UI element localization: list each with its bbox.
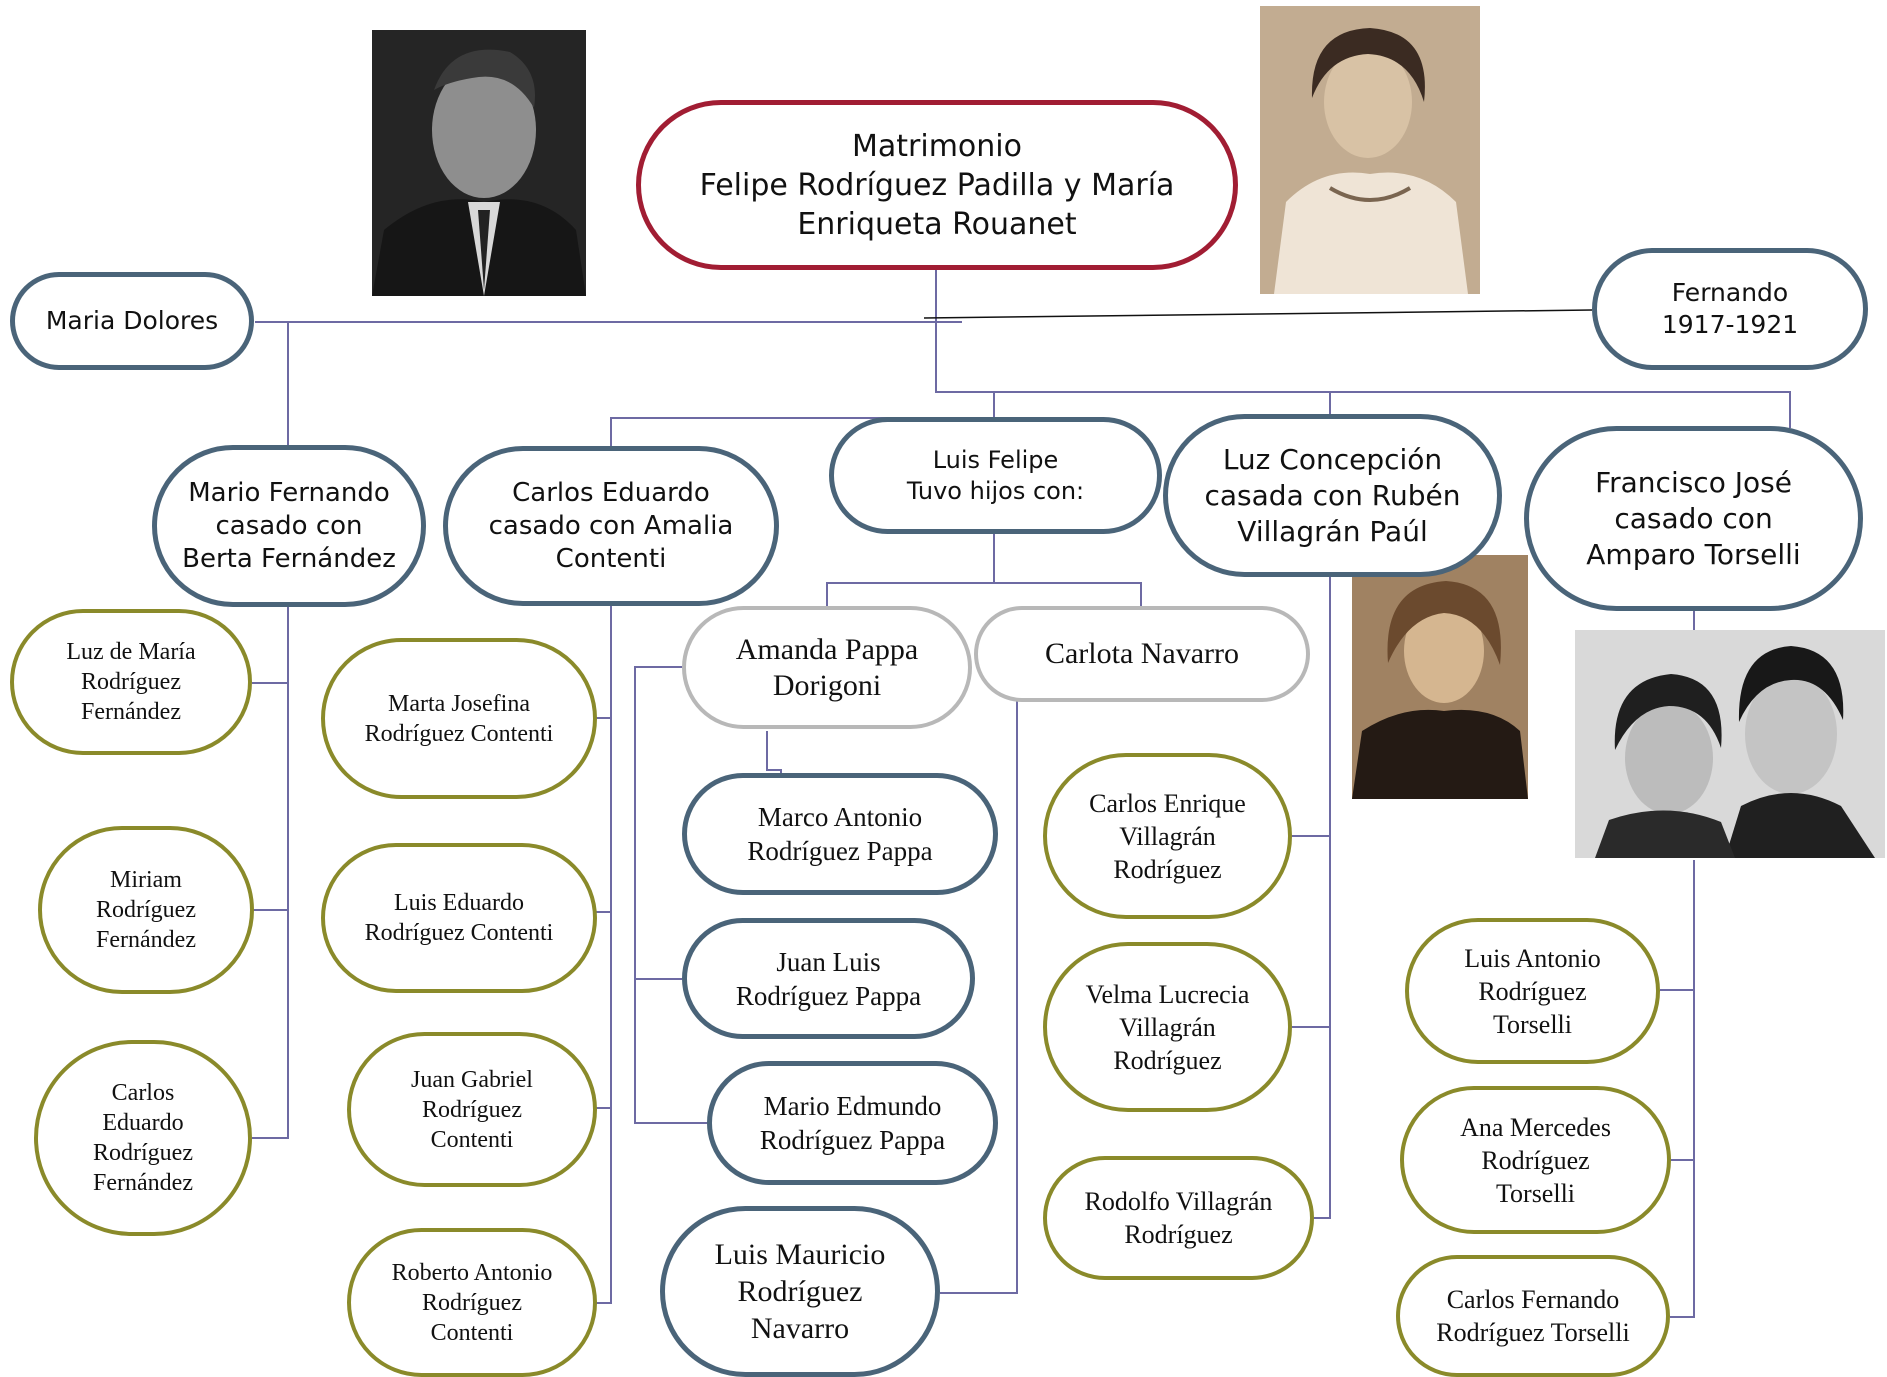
luz-de-maria-node: Luz de María Rodríguez Fernández [10,609,252,755]
felipe-portrait-photo [372,30,586,296]
connector-root-trunk [935,268,1791,428]
roberto-antonio-node: Roberto Antonio Rodríguez Contenti [347,1228,597,1377]
connector-luz-child-ticks [1292,835,1330,1028]
maria-enriqueta-portrait-photo [1260,6,1480,294]
luis-eduardo-node: Luis Eduardo Rodríguez Contenti [321,843,597,993]
luis-felipe-node: Luis Felipe Tuvo hijos con: [829,417,1162,534]
connector-carlos-children [596,605,612,1304]
carlos-eduardo-rodriguez-fernandez-node: Carlos Eduardo Rodríguez Fernández [34,1040,252,1236]
carlos-eduardo-node: Carlos Eduardo casado con Amalia Content… [443,446,779,606]
luz-concepcion-portrait-photo [1352,555,1528,799]
miriam-node: Miriam Rodríguez Fernández [38,826,254,994]
connector-francisco-children [1670,860,1695,1318]
marco-antonio-node: Marco Antonio Rodríguez Pappa [682,773,998,895]
carlos-enrique-node: Carlos Enrique Villagrán Rodríguez [1043,753,1292,919]
connector-luis-felipe-amanda [826,532,995,608]
francisco-jose-node: Francisco José casado con Amparo Torsell… [1524,426,1863,611]
ana-mercedes-node: Ana Mercedes Rodríguez Torselli [1400,1086,1671,1234]
amanda-pappa-node: Amanda Pappa Dorigoni [682,606,972,729]
maria-dolores-node: Maria Dolores [10,272,254,370]
connector-luz-children [1314,575,1331,1219]
mario-fernando-node: Mario Fernando casado con Berta Fernánde… [152,445,426,607]
juan-gabriel-node: Juan Gabriel Rodríguez Contenti [347,1032,597,1187]
luis-antonio-node: Luis Antonio Rodríguez Torselli [1405,918,1660,1064]
connector-mario-child-ticks [252,682,288,911]
connector-luis-felipe-carlota [994,582,1142,608]
rodolfo-villagran-node: Rodolfo Villagrán Rodríguez [1043,1156,1314,1280]
connector-amanda-children [634,666,707,1124]
connector-francisco-child-ticks [1660,989,1694,1161]
carlota-navarro-node: Carlota Navarro [974,606,1310,702]
francisco-amparo-couple-photo [1575,630,1885,858]
marta-josefina-node: Marta Josefina Rodríguez Contenti [321,638,597,799]
luis-mauricio-node: Luis Mauricio Rodríguez Navarro [660,1206,940,1377]
juan-luis-node: Juan Luis Rodríguez Pappa [682,918,975,1039]
connector-carlos-eduardo [610,392,995,448]
connector-luis-mauricio [940,681,1018,1294]
carlos-fernando-node: Carlos Fernando Rodríguez Torselli [1396,1255,1670,1377]
fernando-node: Fernando 1917-1921 [1592,248,1868,370]
luz-concepcion-node: Luz Concepción casada con Rubén Villagrá… [1163,414,1502,577]
root-marriage-node: Matrimonio Felipe Rodríguez Padilla y Ma… [636,100,1238,270]
mario-edmundo-node: Mario Edmundo Rodríguez Pappa [707,1061,998,1185]
connector-fernando [923,309,1593,319]
connector-mario-children [252,605,289,1139]
connector-carlos-child-ticks [596,717,611,1109]
velma-lucrecia-node: Velma Lucrecia Villagrán Rodríguez [1043,942,1292,1112]
